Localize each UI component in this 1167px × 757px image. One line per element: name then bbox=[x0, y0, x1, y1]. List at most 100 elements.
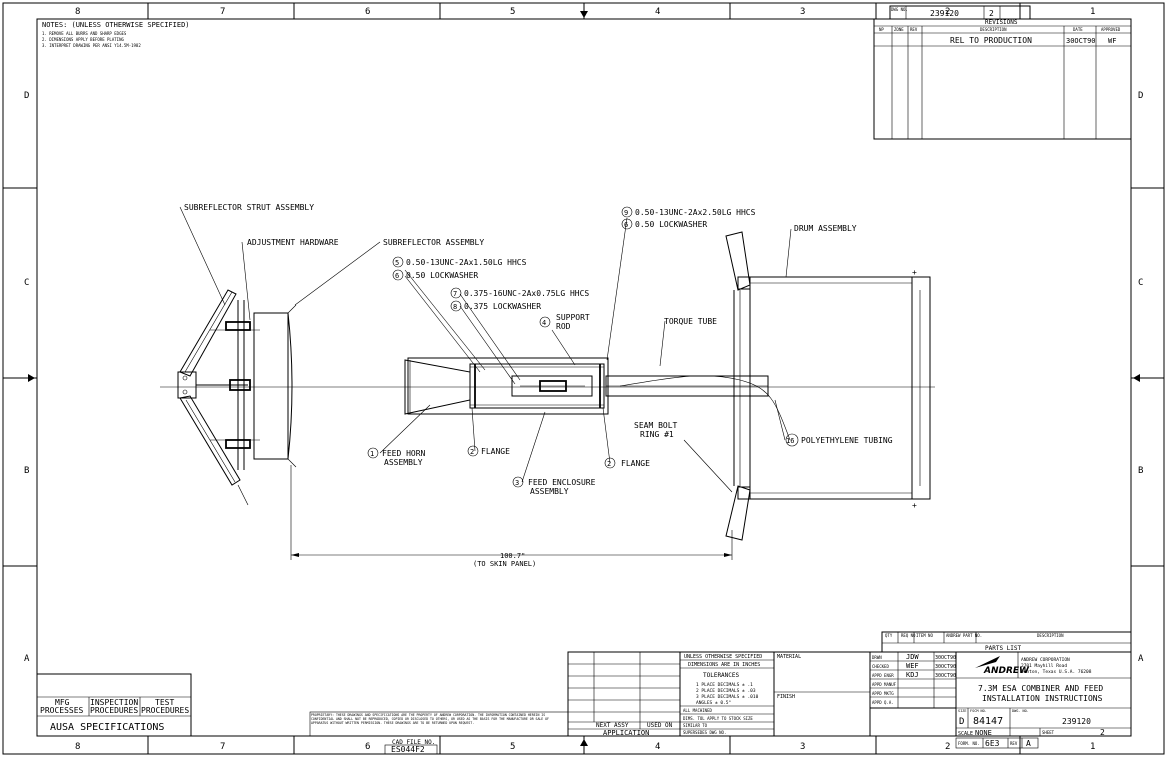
dimension-value: 100.7" bbox=[500, 552, 525, 560]
ausa-specifications-title: AUSA SPECIFICATIONS bbox=[50, 722, 164, 733]
company-address: Denton, Texas U.S.A. 76208 bbox=[1021, 669, 1092, 675]
label-seam-bolt: SEAM BOLT bbox=[634, 421, 678, 430]
zone-col-label: 7 bbox=[220, 7, 225, 17]
ausa-specifications-block: MFG PROCESSES INSPECTION PROCEDURES TEST… bbox=[36, 673, 192, 737]
tolerance-note: DIMENSIONS ARE IN INCHES bbox=[688, 662, 760, 668]
balloon-number: 9 bbox=[624, 209, 628, 217]
balloon-number: 3 bbox=[515, 479, 519, 487]
parts-list-block: QTY REQ NO ITEM NO ANDREW PART NO. DESCR… bbox=[881, 631, 1132, 653]
proprietary-notice: PROPRIETARY: THESE DRAWINGS AND SPECIFIC… bbox=[309, 711, 569, 737]
sheet-label: SHEET bbox=[1042, 730, 1055, 735]
callout-labels: SUBREFLECTOR STRUT ASSEMBLY ADJUSTMENT H… bbox=[184, 203, 893, 496]
company-logo: ANDREW bbox=[983, 666, 1030, 676]
balloon-number: 6 bbox=[624, 221, 628, 229]
label-support-rod: SUPPORT bbox=[556, 313, 590, 322]
label-lockwasher-6: 0.50 LOCKWASHER bbox=[406, 271, 478, 280]
zone-col-label: 6 bbox=[365, 7, 370, 17]
rev-approved: WF bbox=[1108, 37, 1116, 45]
scale-label: SCALE bbox=[958, 731, 973, 737]
tolerance-line: SIMILAR TO bbox=[683, 723, 708, 728]
label-torque-tube: TORQUE TUBE bbox=[664, 317, 717, 326]
torque-tube bbox=[605, 375, 769, 397]
zone-col-label: 3 bbox=[800, 742, 805, 752]
zone-col-label: 6 bbox=[365, 742, 370, 752]
label-feed-enclosure: ASSEMBLY bbox=[530, 487, 569, 496]
balloon-number: 4 bbox=[542, 319, 546, 327]
format-rev-strip: FORM. NO. 6E3 REV A bbox=[955, 737, 1039, 749]
sheet-no-value: 2 bbox=[989, 9, 994, 18]
leader-lines bbox=[179, 206, 792, 493]
label-flange: FLANGE bbox=[481, 447, 510, 456]
zone-row-label: B bbox=[24, 466, 29, 476]
zone-col-label: 4 bbox=[655, 7, 660, 17]
spec-header-test: TEST bbox=[155, 698, 174, 707]
tolerance-line: SUPERSEDES DWG NO. bbox=[683, 730, 726, 735]
rev-col-header: NP bbox=[879, 27, 884, 32]
tolerance-title: TOLERANCES bbox=[703, 672, 740, 679]
spec-header-inspection: INSPECTION bbox=[90, 698, 138, 707]
used-on-label: USED ON bbox=[647, 722, 673, 729]
note-line: 2. DIMENSIONS APPLY BEFORE PLATING bbox=[42, 37, 124, 42]
balloon-number: 2 bbox=[470, 448, 474, 456]
material-label: MATERIAL bbox=[777, 654, 801, 660]
label-feed-enclosure: FEED ENCLOSURE bbox=[528, 478, 596, 487]
top-dwg-number-block: DWG NO. 239120 2 bbox=[889, 5, 1031, 20]
scale-value: NONE bbox=[975, 729, 992, 737]
proprietary-text: PROPRIETARY: THESE DRAWINGS AND SPECIFIC… bbox=[311, 713, 549, 725]
tolerance-line: ANGLES ± 0.5° bbox=[696, 700, 732, 706]
size-label: SIZE bbox=[958, 709, 966, 713]
label-seam-bolt: RING #1 bbox=[640, 430, 674, 439]
material-finish-block: MATERIAL FINISH bbox=[773, 651, 871, 737]
balloon-number: 1 bbox=[370, 450, 374, 458]
application-title: APPLICATION bbox=[603, 729, 649, 737]
company-name: ANDREW CORPORATION bbox=[1021, 657, 1070, 663]
dwg-no-value: 239120 bbox=[930, 9, 959, 18]
parts-list-title: PARTS LIST bbox=[985, 645, 1022, 652]
rev-col-header: APPROVED bbox=[1101, 27, 1121, 32]
dwg-label: DWG. NO. bbox=[1012, 709, 1029, 713]
title-block: ANDREW ANDREW CORPORATION 2701 Mayhill R… bbox=[955, 651, 1132, 737]
signoff-date: 30OCT90 bbox=[935, 664, 956, 670]
rev-col-header: REV bbox=[910, 27, 918, 32]
rev-date: 30OCT90 bbox=[1066, 37, 1096, 45]
zone-col-label: 1 bbox=[1090, 742, 1095, 752]
rev-col-header: ZONE bbox=[894, 27, 904, 32]
signoff-name: KDJ bbox=[906, 671, 919, 679]
tolerance-line: 2 PLACE DECIMALS ± .03 bbox=[696, 688, 756, 694]
notes-title: NOTES: (UNLESS OTHERWISE SPECIFIED) bbox=[42, 21, 190, 29]
finish-label: FINISH bbox=[777, 694, 795, 700]
label-lockwasher-8: 0.375 LOCKWASHER bbox=[464, 302, 541, 311]
signoff-role: APPD MANUF bbox=[872, 682, 897, 687]
balloon-number: 7 bbox=[453, 290, 457, 298]
feed-enclosure-assembly bbox=[407, 357, 609, 415]
signoff-role: APPD MKTG bbox=[872, 691, 894, 696]
dwg-no-label: DWG NO. bbox=[891, 7, 908, 12]
zone-col-label: 4 bbox=[655, 742, 660, 752]
subreflector-assembly bbox=[253, 304, 297, 468]
size-value: D bbox=[959, 717, 964, 727]
balloon-number: 8 bbox=[453, 303, 457, 311]
zone-labels-bottom: 8 7 6 5 4 3 2 1 bbox=[75, 742, 1095, 752]
cad-file-block: CAD FILE NO. ES044F2 bbox=[384, 739, 438, 755]
fscm-value: 84147 bbox=[973, 716, 1003, 727]
zone-row-label: D bbox=[24, 91, 29, 101]
rev-label: REV bbox=[1010, 741, 1018, 746]
cad-file-value: ES044F2 bbox=[391, 745, 425, 754]
rev-value: A bbox=[1026, 739, 1031, 748]
format-value: 6E3 bbox=[985, 739, 1000, 748]
rev-col-header: DESCRIPTION bbox=[980, 27, 1007, 32]
spec-header-mfg: PROCESSES bbox=[40, 706, 84, 715]
signoff-role: APPD Q.A. bbox=[872, 700, 894, 705]
zone-col-label: 5 bbox=[510, 7, 515, 17]
sheet-value: 2 bbox=[1100, 728, 1105, 737]
signoff-role: CHECKED bbox=[872, 664, 889, 669]
zone-col-label: 8 bbox=[75, 7, 80, 17]
revisions-title: REVISIONS bbox=[985, 19, 1018, 26]
notes-block: NOTES: (UNLESS OTHERWISE SPECIFIED) 1. R… bbox=[42, 21, 190, 48]
zone-row-label: D bbox=[1138, 91, 1143, 101]
label-hhcs-7: 0.375-16UNC-2Ax0.75LG HHCS bbox=[464, 289, 589, 298]
tolerance-note: UNLESS OTHERWISE SPECIFIED bbox=[684, 654, 762, 660]
label-adjustment-hardware: ADJUSTMENT HARDWARE bbox=[247, 238, 339, 247]
label-subreflector-strut: SUBREFLECTOR STRUT ASSEMBLY bbox=[184, 203, 314, 212]
